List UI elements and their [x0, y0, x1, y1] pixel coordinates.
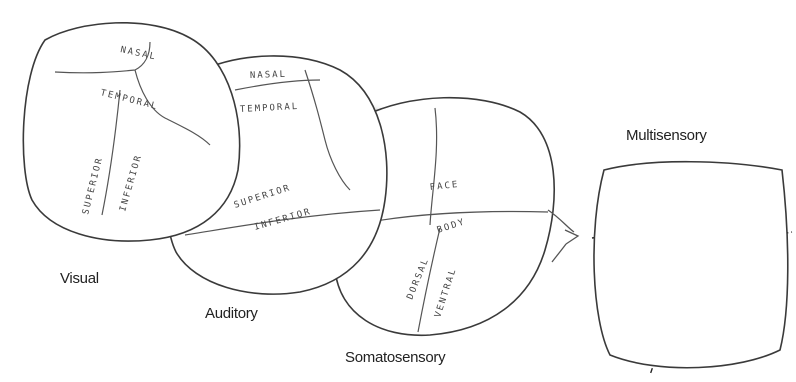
- auditory-caption: Auditory: [205, 305, 258, 322]
- somatosensory-map: FACE BODY DORSAL VENTRAL: [331, 96, 556, 337]
- visual-caption: Visual: [60, 270, 99, 287]
- visual-map: NASAL TEMPORAL SUPERIOR INFERIOR: [22, 21, 241, 242]
- multisensory-caption: Multisensory: [626, 127, 707, 144]
- auditory-temporal-label: TEMPORAL: [240, 102, 300, 115]
- somatosensory-caption: Somatosensory: [345, 349, 446, 366]
- auditory-nasal-label: NASAL: [250, 70, 287, 81]
- face-label: FACE: [429, 180, 460, 193]
- flow-arrow: [547, 209, 580, 263]
- multisensory-map: [591, 160, 793, 376]
